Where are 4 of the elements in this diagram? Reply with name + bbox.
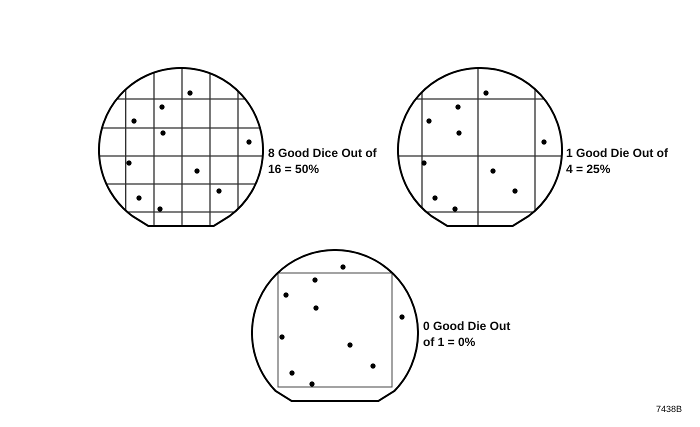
yield-note: 0 Good Die Out of 1 = 0%	[423, 318, 512, 350]
yield-note: 8 Good Dice Out of 16 = 50%	[268, 145, 378, 177]
yield-note: 1 Good Die Out of 4 = 25%	[566, 145, 668, 177]
figure-number: 7438B	[656, 404, 682, 415]
